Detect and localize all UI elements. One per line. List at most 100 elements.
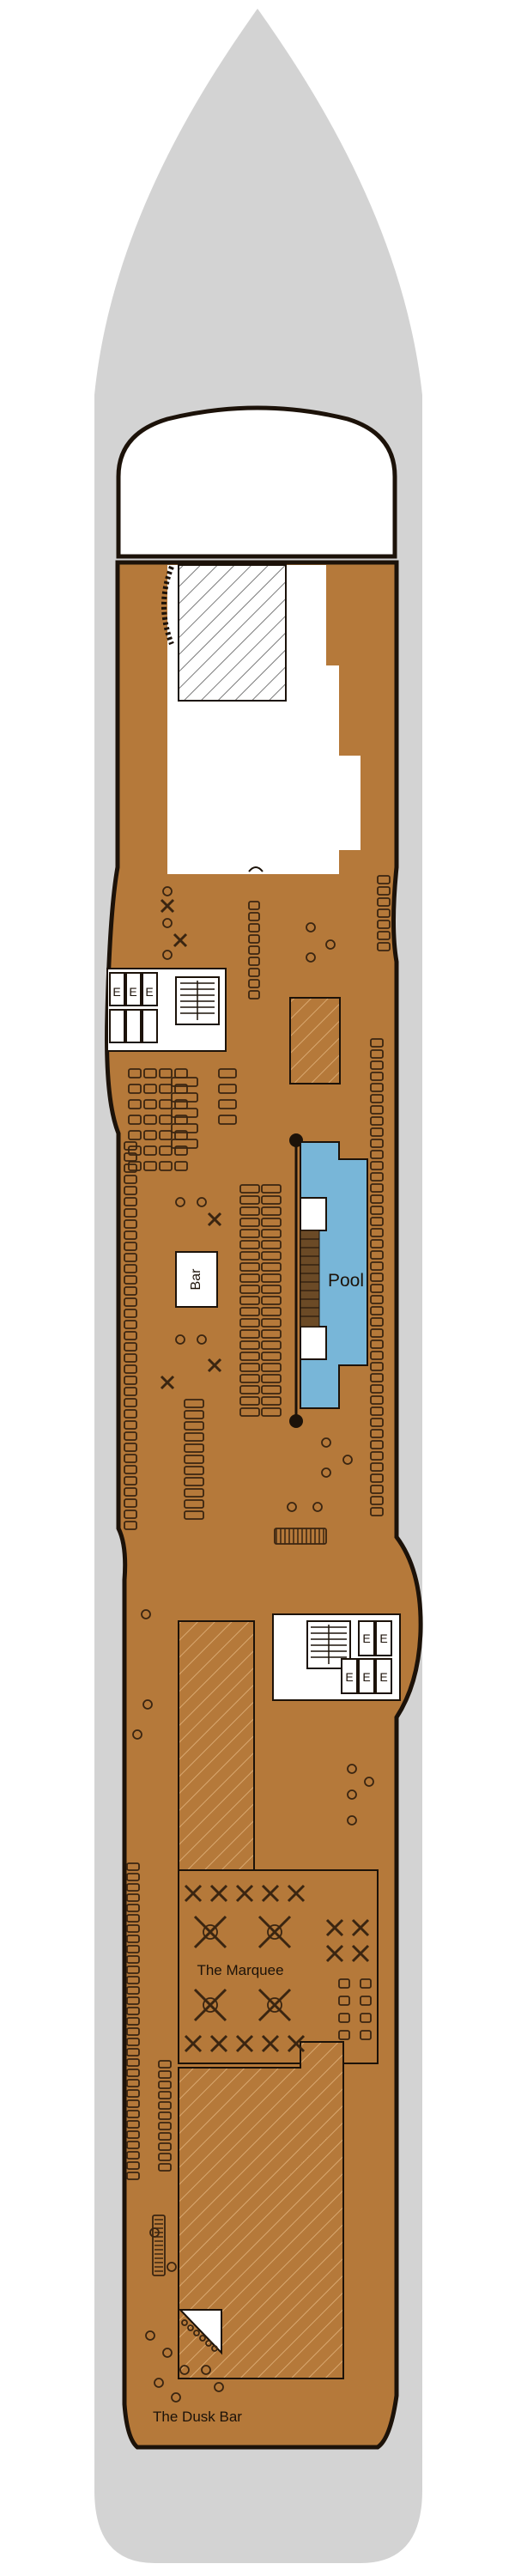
pool-label: Pool	[328, 1271, 364, 1291]
lounger	[218, 1068, 237, 1078]
table	[312, 1502, 323, 1512]
chair-cross	[207, 1212, 222, 1227]
lounger	[124, 1376, 137, 1385]
dining-table	[184, 2034, 203, 2053]
lounger	[124, 1487, 137, 1497]
lounger	[239, 1340, 260, 1350]
lounger	[124, 1420, 137, 1430]
lounger	[126, 2007, 140, 2015]
lounger	[124, 1264, 137, 1273]
lounger	[171, 1123, 198, 1133]
lounger	[128, 1161, 142, 1171]
lounger	[370, 1406, 384, 1416]
lounger	[143, 1068, 157, 1078]
lounger	[370, 1250, 384, 1260]
lounger	[124, 1409, 137, 1419]
lounger	[184, 1432, 204, 1442]
lounger	[126, 2027, 140, 2036]
lounger	[126, 1976, 140, 1984]
lounger	[261, 1352, 282, 1361]
lounger	[261, 1363, 282, 1372]
lounger	[261, 1407, 282, 1417]
table	[154, 2378, 164, 2388]
table	[162, 886, 173, 896]
table	[306, 922, 316, 933]
lounger	[124, 1175, 137, 1184]
table	[179, 2365, 190, 2375]
lounger	[143, 1130, 157, 1140]
lounger	[248, 968, 260, 977]
marquee-label: The Marquee	[197, 1962, 283, 1978]
lounger	[370, 1507, 384, 1516]
lounger	[261, 1285, 282, 1294]
lounger	[126, 2130, 140, 2139]
lounger	[370, 1183, 384, 1193]
lounger	[370, 1496, 384, 1505]
lounger	[158, 2122, 172, 2130]
bar-stool	[211, 2345, 218, 2352]
lounger	[124, 1364, 137, 1374]
bar-area: Bar	[175, 1251, 218, 1308]
lounger	[239, 1195, 260, 1205]
lounger	[370, 1462, 384, 1472]
table	[325, 939, 336, 950]
lounger	[124, 1320, 137, 1329]
lounger	[124, 1443, 137, 1452]
lounger	[239, 1396, 260, 1406]
lounger	[261, 1206, 282, 1216]
dining-table	[287, 2034, 306, 2053]
lounger	[248, 979, 260, 988]
dining-table	[325, 1918, 344, 1937]
lounger	[370, 1473, 384, 1483]
dusk-bar-label: The Dusk Bar	[153, 2409, 242, 2425]
lounger	[239, 1273, 260, 1283]
lounger	[239, 1318, 260, 1327]
lounger	[184, 1499, 204, 1509]
bar-stool	[193, 2330, 200, 2336]
lounger	[370, 1373, 384, 1382]
lounger	[126, 2099, 140, 2108]
bar-label: Bar	[189, 1268, 203, 1291]
lounger	[239, 1285, 260, 1294]
lounger	[239, 1385, 260, 1394]
elevator-label: E	[345, 1670, 353, 1684]
lounger	[124, 1398, 137, 1407]
bow-dome	[116, 405, 397, 559]
dining-table	[235, 2034, 254, 2053]
lounger	[248, 945, 260, 955]
table	[197, 1334, 207, 1345]
lounger	[261, 1218, 282, 1227]
elevator-label: E	[362, 1631, 370, 1645]
dining-table	[261, 2034, 280, 2053]
lounger	[124, 1297, 137, 1307]
lounger	[377, 897, 391, 907]
lounger	[239, 1206, 260, 1216]
lounger	[158, 2091, 172, 2099]
dining-table	[184, 1884, 203, 1903]
lounger	[159, 1084, 173, 1094]
lounger	[261, 1195, 282, 1205]
lounger	[124, 1219, 137, 1229]
dining-table	[351, 1944, 370, 1963]
table	[162, 2348, 173, 2358]
lounger	[261, 1307, 282, 1316]
lounger	[184, 1455, 204, 1464]
dining-cluster	[258, 1988, 292, 2022]
table	[306, 952, 316, 963]
lounger	[124, 1253, 137, 1262]
chair-cross	[160, 898, 175, 914]
dining-table	[235, 1884, 254, 1903]
lounger	[171, 1108, 198, 1118]
lounger	[124, 1465, 137, 1474]
lounger	[261, 1329, 282, 1339]
lounger	[126, 1914, 140, 1923]
lounger	[128, 1115, 142, 1125]
dining-table	[267, 1924, 282, 1940]
lounger	[239, 1407, 260, 1417]
lounger	[377, 920, 391, 929]
lounger	[370, 1328, 384, 1338]
table	[201, 2365, 211, 2375]
table	[171, 2392, 181, 2403]
lounger	[126, 2089, 140, 2098]
